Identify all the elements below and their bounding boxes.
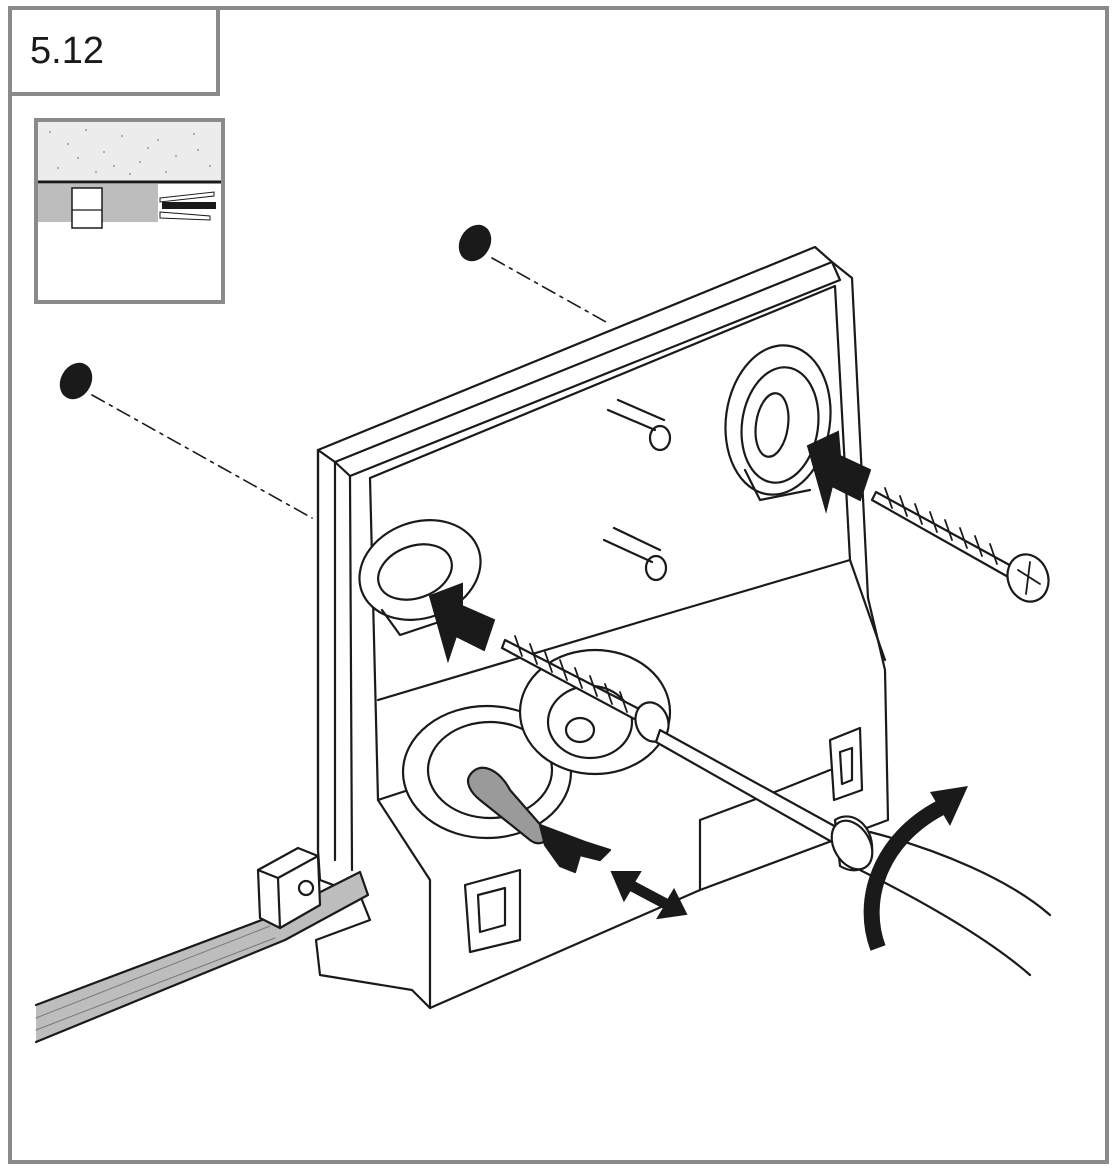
wall-section-icon (38, 122, 221, 229)
wall-plug-icon (59, 362, 93, 400)
wall-plug-icon (458, 224, 492, 262)
screw-icon (870, 487, 1050, 603)
rotate-clockwise-icon (863, 786, 968, 951)
wall-section-inset (34, 118, 225, 304)
push-arrow-icon (610, 871, 688, 920)
step-number: 5.12 (30, 29, 104, 72)
screwdriver-icon (654, 728, 1052, 977)
push-arrow-icon (428, 582, 496, 664)
push-arrow-icon (806, 430, 872, 514)
step-label-box: 5.12 (8, 6, 220, 96)
